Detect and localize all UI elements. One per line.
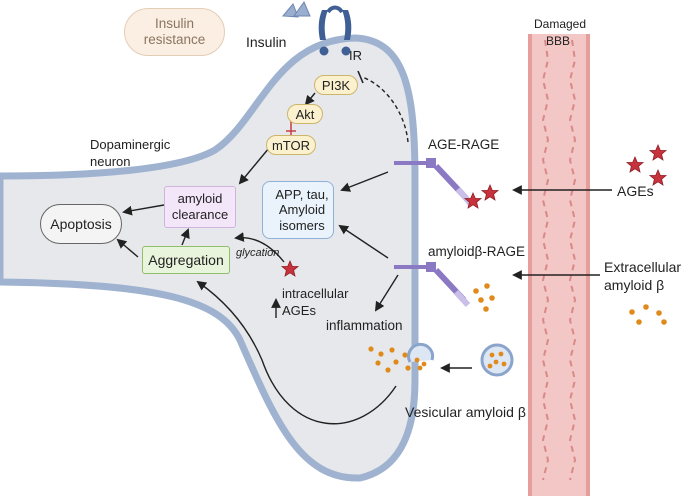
app-label-1: APP, tau,: [275, 186, 329, 202]
arrow-mtor-clearance: [238, 147, 270, 185]
extracellular-label-1: Extracellular: [604, 259, 682, 275]
intracellular-label-1: intracellular: [282, 286, 349, 301]
arrow-aggregation-clearance: [180, 228, 190, 246]
vesicular-label: Vesicular amyloid β: [405, 404, 526, 420]
aggregation-box: Aggregation: [142, 246, 230, 274]
app-tau-box: APP, tau, Amyloid isomers: [262, 181, 334, 239]
insulin-resistance-box: Insulin resistance: [124, 8, 225, 56]
intracellular-label-2: AGEs: [282, 303, 316, 318]
ir-label: IR: [349, 48, 362, 63]
damaged-bbb-vessel: [528, 34, 590, 496]
amyloid-clearance-box: amyloid clearance: [164, 186, 236, 228]
mtor-box: mTOR: [266, 135, 316, 155]
arrow-pi3k-akt: [304, 92, 316, 106]
ages-label: AGEs: [617, 183, 654, 199]
vesicle-icon: [480, 343, 514, 377]
extracellular-label-2: amyloid β: [604, 277, 665, 293]
app-label-2: Amyloid: [278, 202, 326, 218]
damaged-bbb-label-2: BBB: [546, 34, 571, 48]
insulin-resistance-label-1: Insulin: [154, 16, 195, 32]
akt-box: Akt: [287, 104, 323, 124]
arrow-amyloidrage-app: [338, 224, 389, 259]
inflammation-label: inflammation: [326, 318, 403, 333]
neuron-label-2: neuron: [90, 154, 131, 169]
app-label-3: isomers: [279, 217, 325, 233]
arrow-glycation: [234, 232, 285, 263]
inhibit-pi3k: [361, 76, 409, 143]
pi3k-box: PI3K: [314, 75, 358, 95]
amyloid-dots: [368, 283, 667, 373]
arrow-clearance-apoptosis: [122, 204, 165, 216]
amyloid-clearance-label-1: amyloid: [177, 191, 223, 207]
arrow-aggregation-apoptosis: [116, 238, 139, 258]
arrow-agerage-app: [340, 171, 389, 192]
apoptosis-label: Apoptosis: [50, 216, 112, 232]
pi3k-label: PI3K: [321, 77, 351, 93]
amyloid-rage-label: amyloidβ-RAGE: [428, 244, 526, 259]
insulin-label: Insulin: [246, 34, 287, 50]
amyloid-clearance-label-2: clearance: [171, 207, 229, 222]
insulin-receptor-icon: [318, 5, 352, 56]
arrow-vesicle-aggregation: [196, 280, 397, 425]
damaged-bbb-label-1: Damaged: [534, 17, 587, 31]
arrow-rage-inflammation: [374, 274, 399, 312]
neuron-label-1: Dopaminergic: [90, 137, 171, 152]
vesicle-exocytosis-icon: [407, 342, 435, 371]
apoptosis-box: Apoptosis: [40, 204, 122, 244]
insulin-molecule-icon: [281, 0, 311, 18]
aggregation-label: Aggregation: [148, 252, 224, 268]
age-rage-label: AGE-RAGE: [428, 137, 500, 152]
akt-label: Akt: [295, 106, 315, 122]
mtor-label: mTOR: [271, 137, 311, 153]
glycation-label: glycation: [236, 247, 280, 259]
insulin-resistance-label-2: resistance: [143, 32, 206, 47]
amyloid-rage-receptor-icon: [394, 262, 471, 308]
